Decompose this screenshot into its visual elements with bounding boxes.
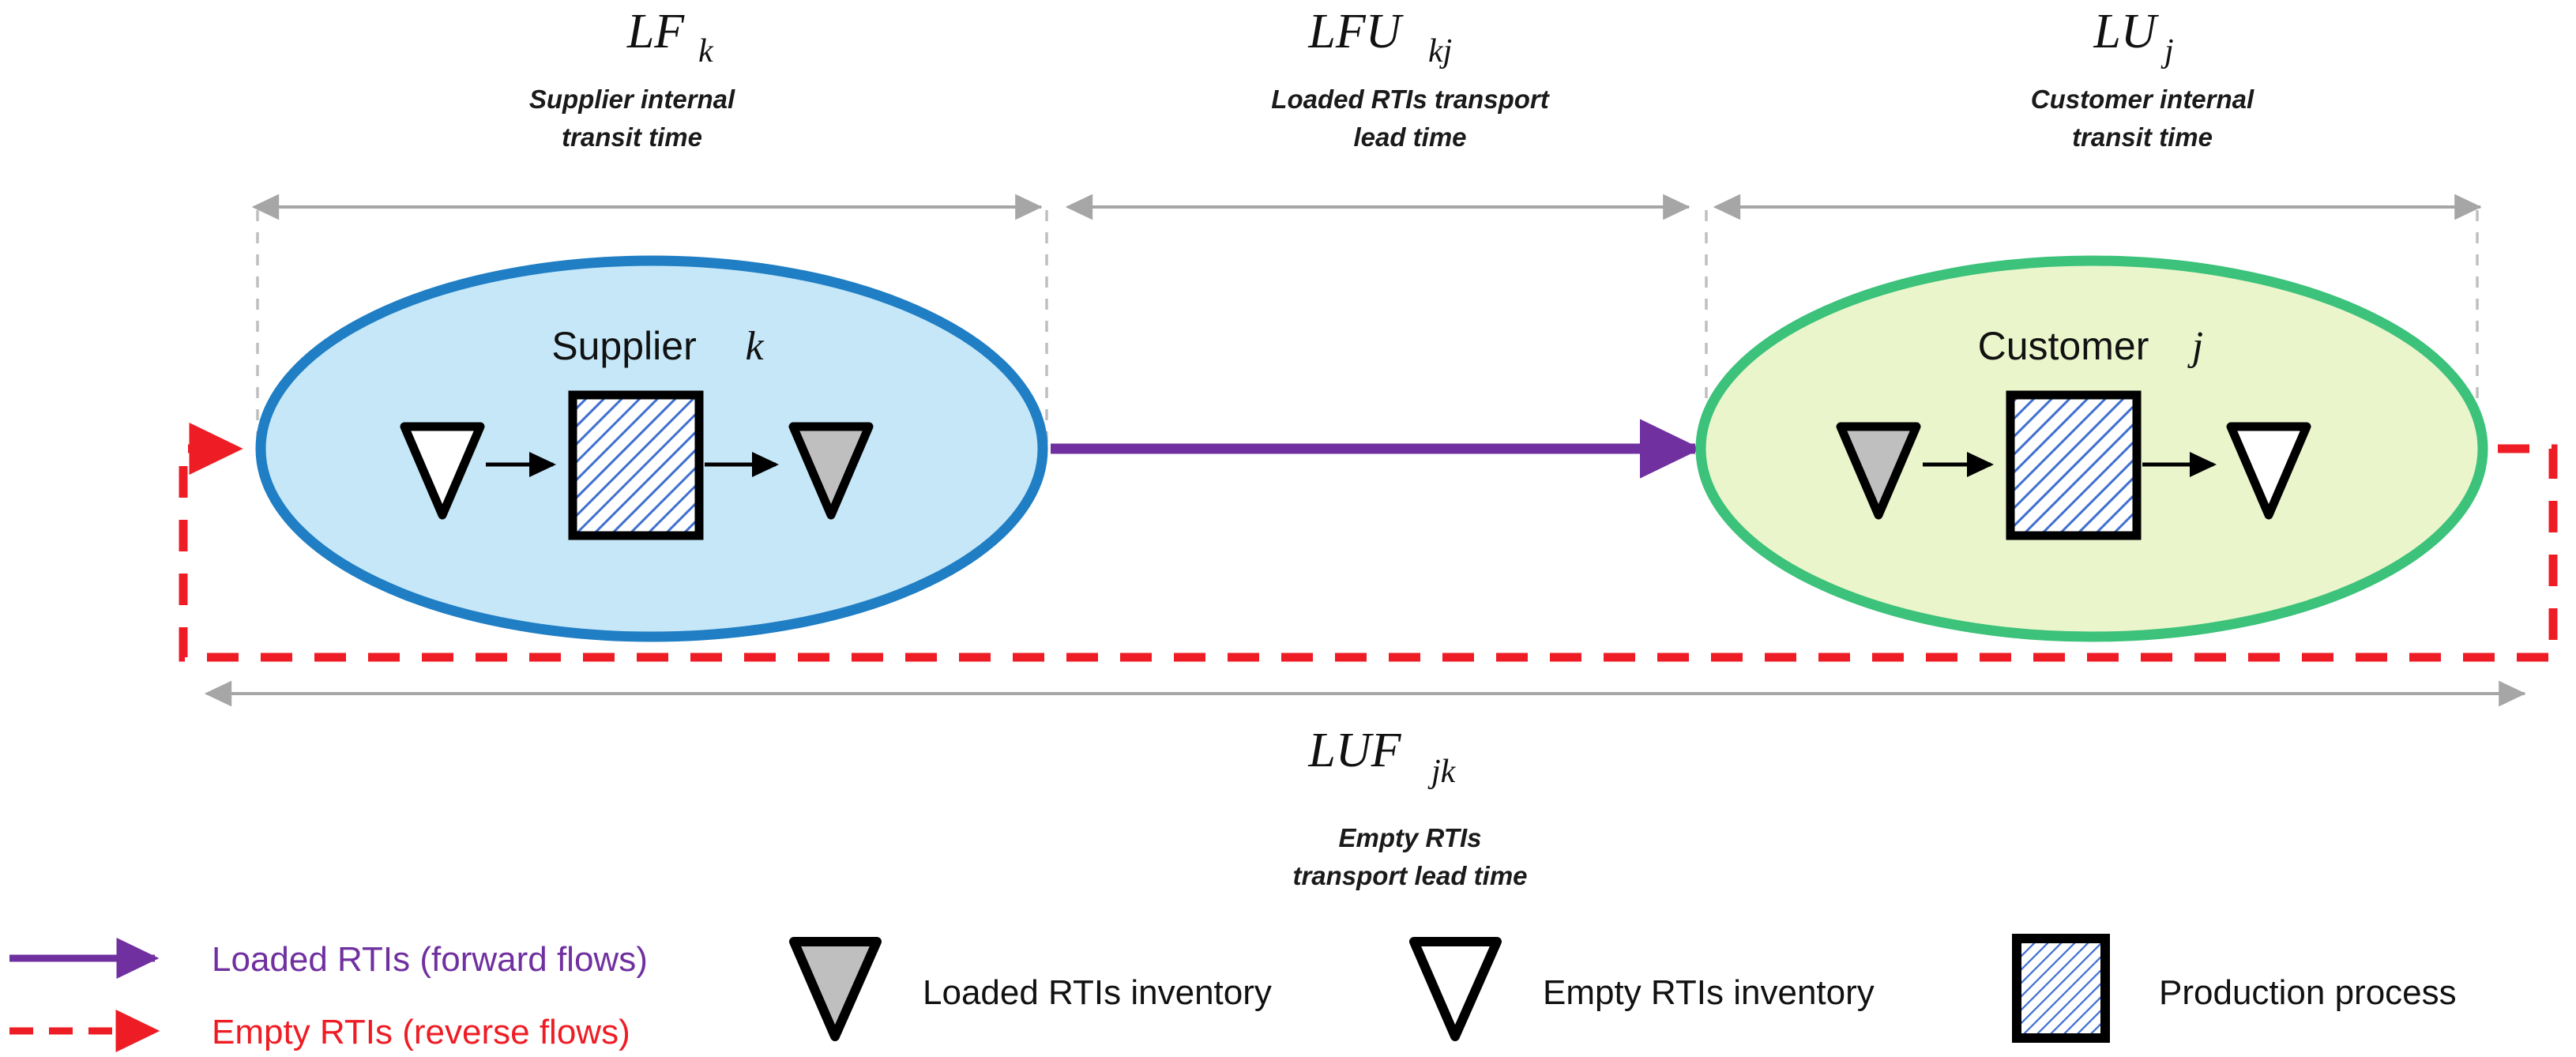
legend-symbol-production[interactable]: Production process	[2012, 934, 2457, 1043]
measure-caption-lu-line2: transit time	[2072, 122, 2213, 152]
measure-label-lf-k: LF k Supplier internal transit time	[529, 5, 735, 152]
measure-symbol-lfu: LFU	[1307, 5, 1404, 58]
loaded-rtis-inventory-icon	[1836, 422, 1921, 520]
customer-node[interactable]: Customer j	[1695, 255, 2488, 642]
customer-index: j	[2187, 324, 2203, 369]
measure-caption-luf-line1: Empty RTIs	[1339, 823, 1482, 852]
measure-caption-lf-line2: transit time	[562, 122, 702, 152]
measure-subscript-lfu: kj	[1428, 33, 1452, 70]
measure-caption-lfu-line1: Loaded RTIs transport	[1271, 85, 1550, 114]
legend-symbol-empty-inventory-label: Empty RTIs inventory	[1543, 973, 1875, 1012]
reverse-flow-arrow	[179, 422, 2558, 662]
empty-rtis-reverse-path	[179, 422, 2558, 662]
measure-symbol-lu: LU	[2093, 5, 2159, 58]
measure-symbol-lf: LF	[626, 5, 685, 58]
legend-flow-forward-label: Loaded RTIs (forward flows)	[212, 940, 648, 979]
measure-label-lu-j: LU j Customer internal transit time	[2031, 5, 2254, 152]
customer-label: Customer	[1978, 324, 2149, 368]
measure-symbol-luf: LUF	[1307, 724, 1401, 777]
legend-symbol-loaded-inventory-label: Loaded RTIs inventory	[923, 973, 1272, 1012]
supplier-node[interactable]: Supplier k	[255, 255, 1048, 642]
loaded-rtis-inventory-icon	[789, 937, 882, 1041]
measure-label-lfu-kj: LFU kj Loaded RTIs transport lead time	[1271, 5, 1550, 152]
supplier-label: Supplier	[551, 324, 696, 368]
measure-subscript-luf: jk	[1427, 754, 1457, 790]
legend-flow-reverse[interactable]: Empty RTIs (reverse flows)	[9, 1009, 630, 1052]
empty-rtis-inventory-icon	[2226, 422, 2311, 520]
measure-caption-lu-line1: Customer internal	[2031, 85, 2254, 114]
legend-symbol-loaded-inventory[interactable]: Loaded RTIs inventory	[789, 937, 1272, 1041]
legend-flow-reverse-label: Empty RTIs (reverse flows)	[212, 1013, 630, 1051]
production-process-icon	[2012, 934, 2110, 1043]
loaded-rtis-inventory-icon	[788, 422, 874, 520]
measure-caption-luf-line2: transport lead time	[1292, 861, 1527, 890]
measure-label-luf-jk: LUF jk Empty RTIs transport lead time	[1292, 724, 1527, 890]
measure-subscript-lf: k	[698, 33, 714, 70]
customer-production-process-icon	[2006, 390, 2142, 540]
empty-rtis-inventory-icon	[400, 422, 485, 520]
legend-symbol-production-label: Production process	[2159, 973, 2457, 1012]
supplier-production-process-icon	[568, 390, 704, 540]
measure-caption-lf-line1: Supplier internal	[529, 85, 735, 114]
measure-subscript-lu: j	[2160, 33, 2174, 70]
legend-flow-forward[interactable]: Loaded RTIs (forward flows)	[9, 937, 648, 980]
supplier-index: k	[745, 324, 764, 369]
empty-rtis-inventory-icon	[1409, 937, 1502, 1041]
measure-caption-lfu-line2: lead time	[1353, 122, 1466, 152]
legend-symbol-empty-inventory[interactable]: Empty RTIs inventory	[1409, 937, 1875, 1041]
